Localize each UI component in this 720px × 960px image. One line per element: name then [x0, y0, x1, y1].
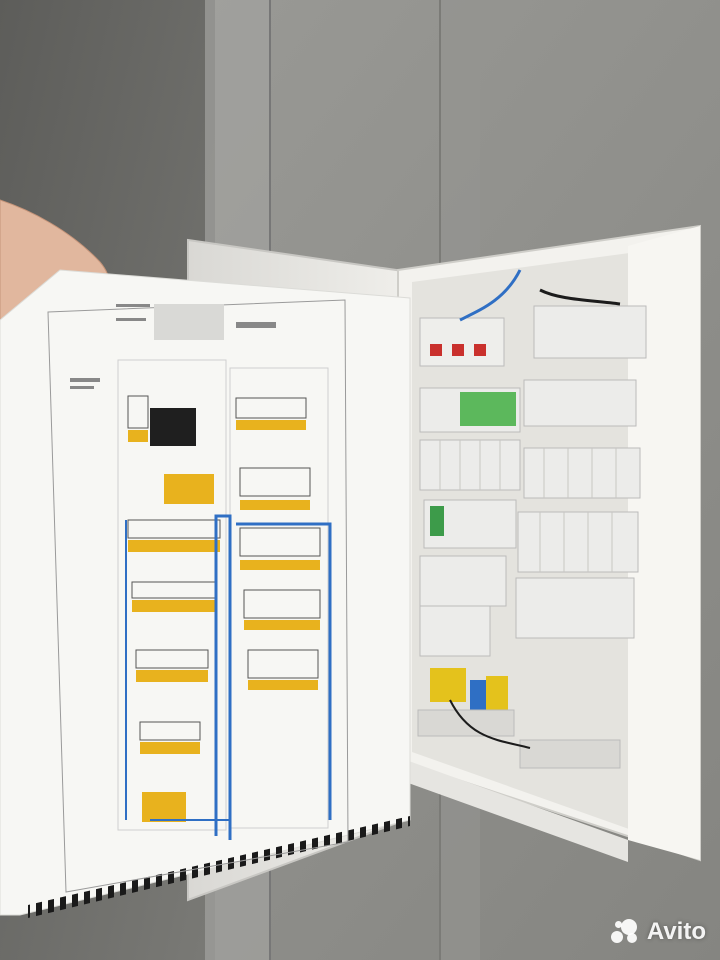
avito-logo-icon — [610, 919, 641, 945]
watermark-label: Avito — [646, 918, 706, 945]
schematic-paper — [0, 269, 411, 918]
breaker-rows — [417, 269, 647, 769]
watermark: Avito — [610, 918, 706, 946]
